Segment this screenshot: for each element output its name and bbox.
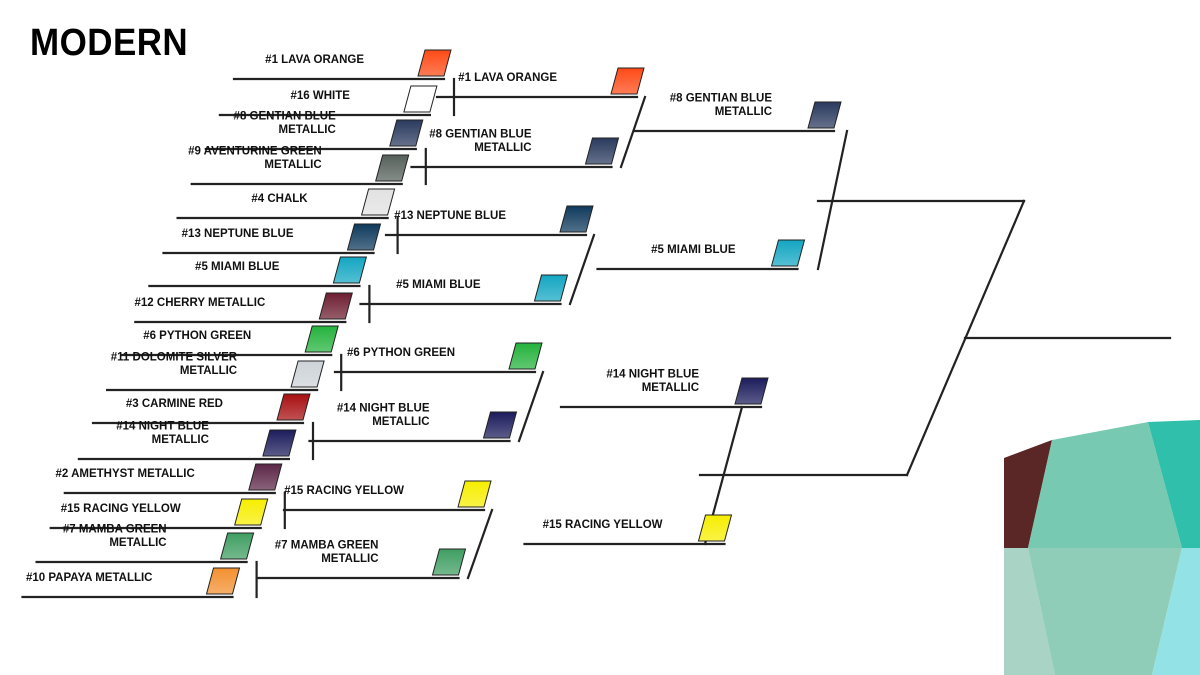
round2-swatch (584, 137, 620, 165)
round2-swatch (533, 274, 569, 302)
round2-entry-label: #1 LAVA ORANGE (458, 72, 557, 84)
round2-swatch (508, 342, 543, 370)
round1-entry-label: #15 RACING YELLOW (61, 503, 181, 515)
round3-entry-label: #15 RACING YELLOW (543, 519, 663, 531)
round1-entry-label: #12 CHERRY METALLIC (135, 297, 266, 309)
round3-swatch (734, 377, 769, 405)
color-swatches (205, 49, 842, 595)
round2-pair-connector (619, 95, 647, 169)
round1-swatch (205, 567, 241, 595)
round1-entry-label: #13 NEPTUNE BLUE (182, 228, 294, 240)
round1-swatch (360, 188, 396, 216)
round2-swatch (559, 205, 594, 233)
round1-entry-label: #3 CARMINE RED (126, 398, 223, 410)
round3-entry-label: #5 MIAMI BLUE (651, 244, 736, 256)
round1-entry-label: #4 CHALK (251, 193, 308, 205)
bracket-lines (21, 77, 1172, 599)
round1-swatch (248, 463, 283, 491)
round2-swatch (431, 548, 467, 576)
round1-swatch (290, 360, 325, 388)
round1-swatch (332, 256, 368, 284)
round2-entry-label: #15 RACING YELLOW (284, 485, 404, 497)
round2-entry-label: #5 MIAMI BLUE (396, 279, 481, 291)
round1-entry-label: #1 LAVA ORANGE (265, 54, 364, 66)
round1-entry-label: #2 AMETHYST METALLIC (56, 468, 195, 480)
round1-swatch (318, 292, 353, 320)
decorative-corner-shape (1004, 420, 1200, 675)
page-title: MODERN (30, 22, 189, 64)
round1-entry-label: #5 MIAMI BLUE (195, 261, 280, 273)
round1-swatch (262, 429, 297, 457)
round2-pair-connector (517, 370, 545, 443)
round1-entry-label: #16 WHITE (290, 90, 350, 102)
round2-entry-label: #13 NEPTUNE BLUE (394, 210, 506, 222)
round2-swatch (610, 67, 645, 95)
round3-swatch (770, 239, 806, 267)
round1-swatch (389, 119, 424, 147)
round2-pair-connector (568, 233, 596, 306)
round1-entry-label: #6 PYTHON GREEN (143, 330, 251, 342)
round3-swatch (697, 514, 733, 542)
round2-swatch (482, 411, 518, 439)
round1-swatch (234, 498, 269, 526)
round1-swatch (276, 393, 311, 421)
round1-swatch (304, 325, 339, 353)
round3-swatch (807, 101, 842, 129)
round2-pair-connector (466, 508, 494, 580)
round1-entry-label: #10 PAPAYA METALLIC (26, 572, 153, 584)
round1-swatch (346, 223, 382, 251)
round1-swatch (403, 85, 438, 113)
round1-swatch (219, 532, 255, 560)
round1-swatch (417, 49, 452, 77)
round2-entry-label: #6 PYTHON GREEN (347, 347, 455, 359)
round2-swatch (457, 480, 492, 508)
round1-swatch (375, 154, 410, 182)
